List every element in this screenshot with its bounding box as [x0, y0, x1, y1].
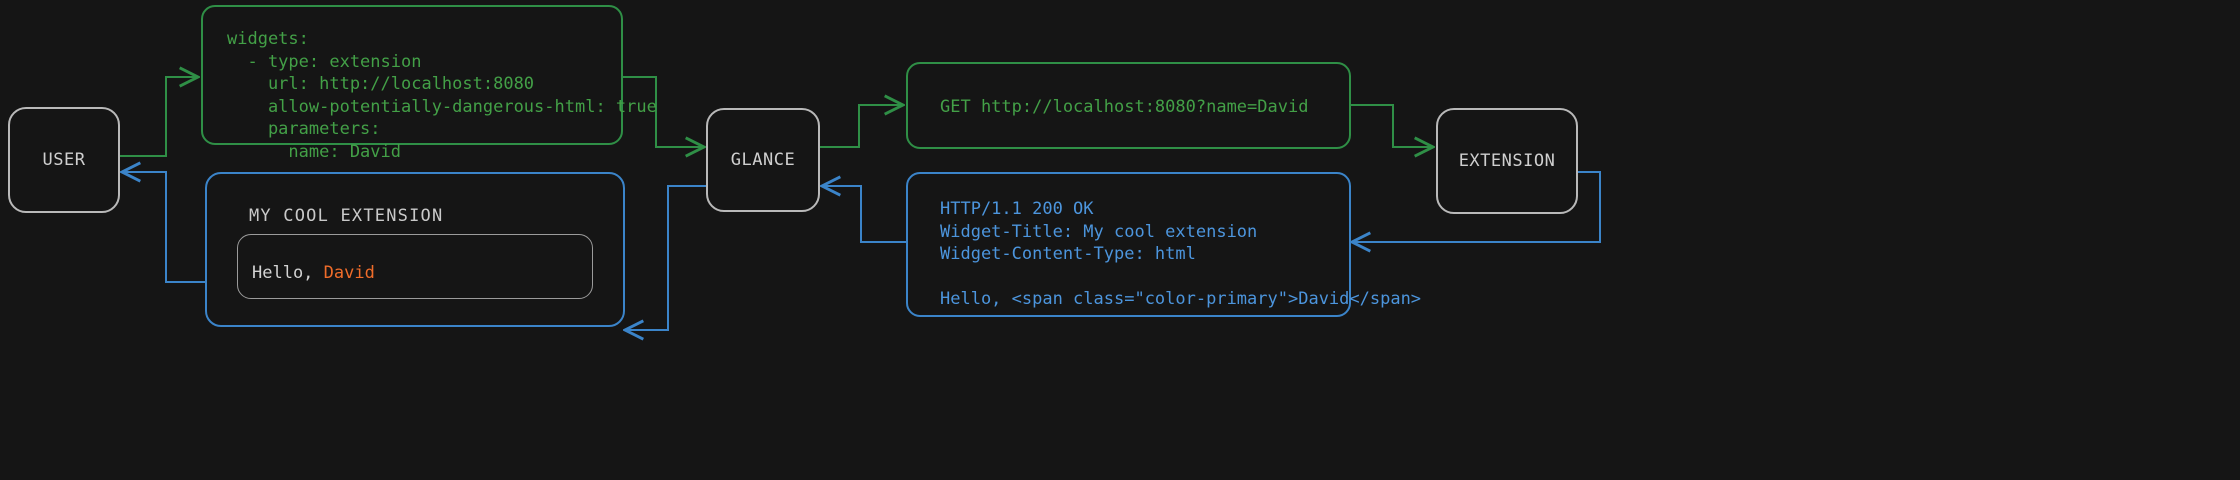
http-request-code: GET http://localhost:8080?name=David — [940, 97, 1309, 117]
widget-accent-name: David — [323, 263, 375, 283]
panel-config-yaml: widgets: - type: extension url: http://l… — [201, 5, 657, 162]
panel-http-request: GET http://localhost:8080?name=David — [906, 62, 1351, 149]
panel-http-response: HTTP/1.1 200 OK Widget-Title: My cool ex… — [906, 172, 1421, 317]
node-user[interactable]: USER — [8, 107, 120, 213]
connector-config-to-glance — [623, 76, 704, 147]
widget-title: MY COOL EXTENSION — [249, 206, 444, 226]
node-glance[interactable]: GLANCE — [706, 108, 820, 212]
http-response-code: HTTP/1.1 200 OK Widget-Title: My cool ex… — [940, 199, 1422, 309]
connector-request-to-extension — [1351, 104, 1433, 147]
config-yaml-code: widgets: - type: extension url: http://l… — [227, 29, 657, 162]
widget-body-text: Hello, David — [252, 263, 375, 283]
connector-glance-to-request — [820, 105, 903, 148]
connector-response-to-glance — [822, 186, 906, 243]
node-extension[interactable]: EXTENSION — [1436, 108, 1578, 214]
connector-glance-to-widget — [625, 185, 706, 330]
panel-rendered-widget: MY COOL EXTENSION Hello, David — [205, 172, 625, 327]
node-extension-label: EXTENSION — [1458, 151, 1556, 171]
node-glance-label: GLANCE — [730, 150, 796, 170]
widget-greeting: Hello, — [252, 263, 324, 283]
connector-user-to-config — [120, 77, 198, 157]
node-user-label: USER — [42, 150, 86, 170]
widget-body: Hello, David — [237, 234, 593, 299]
connector-widget-to-user — [122, 172, 205, 283]
